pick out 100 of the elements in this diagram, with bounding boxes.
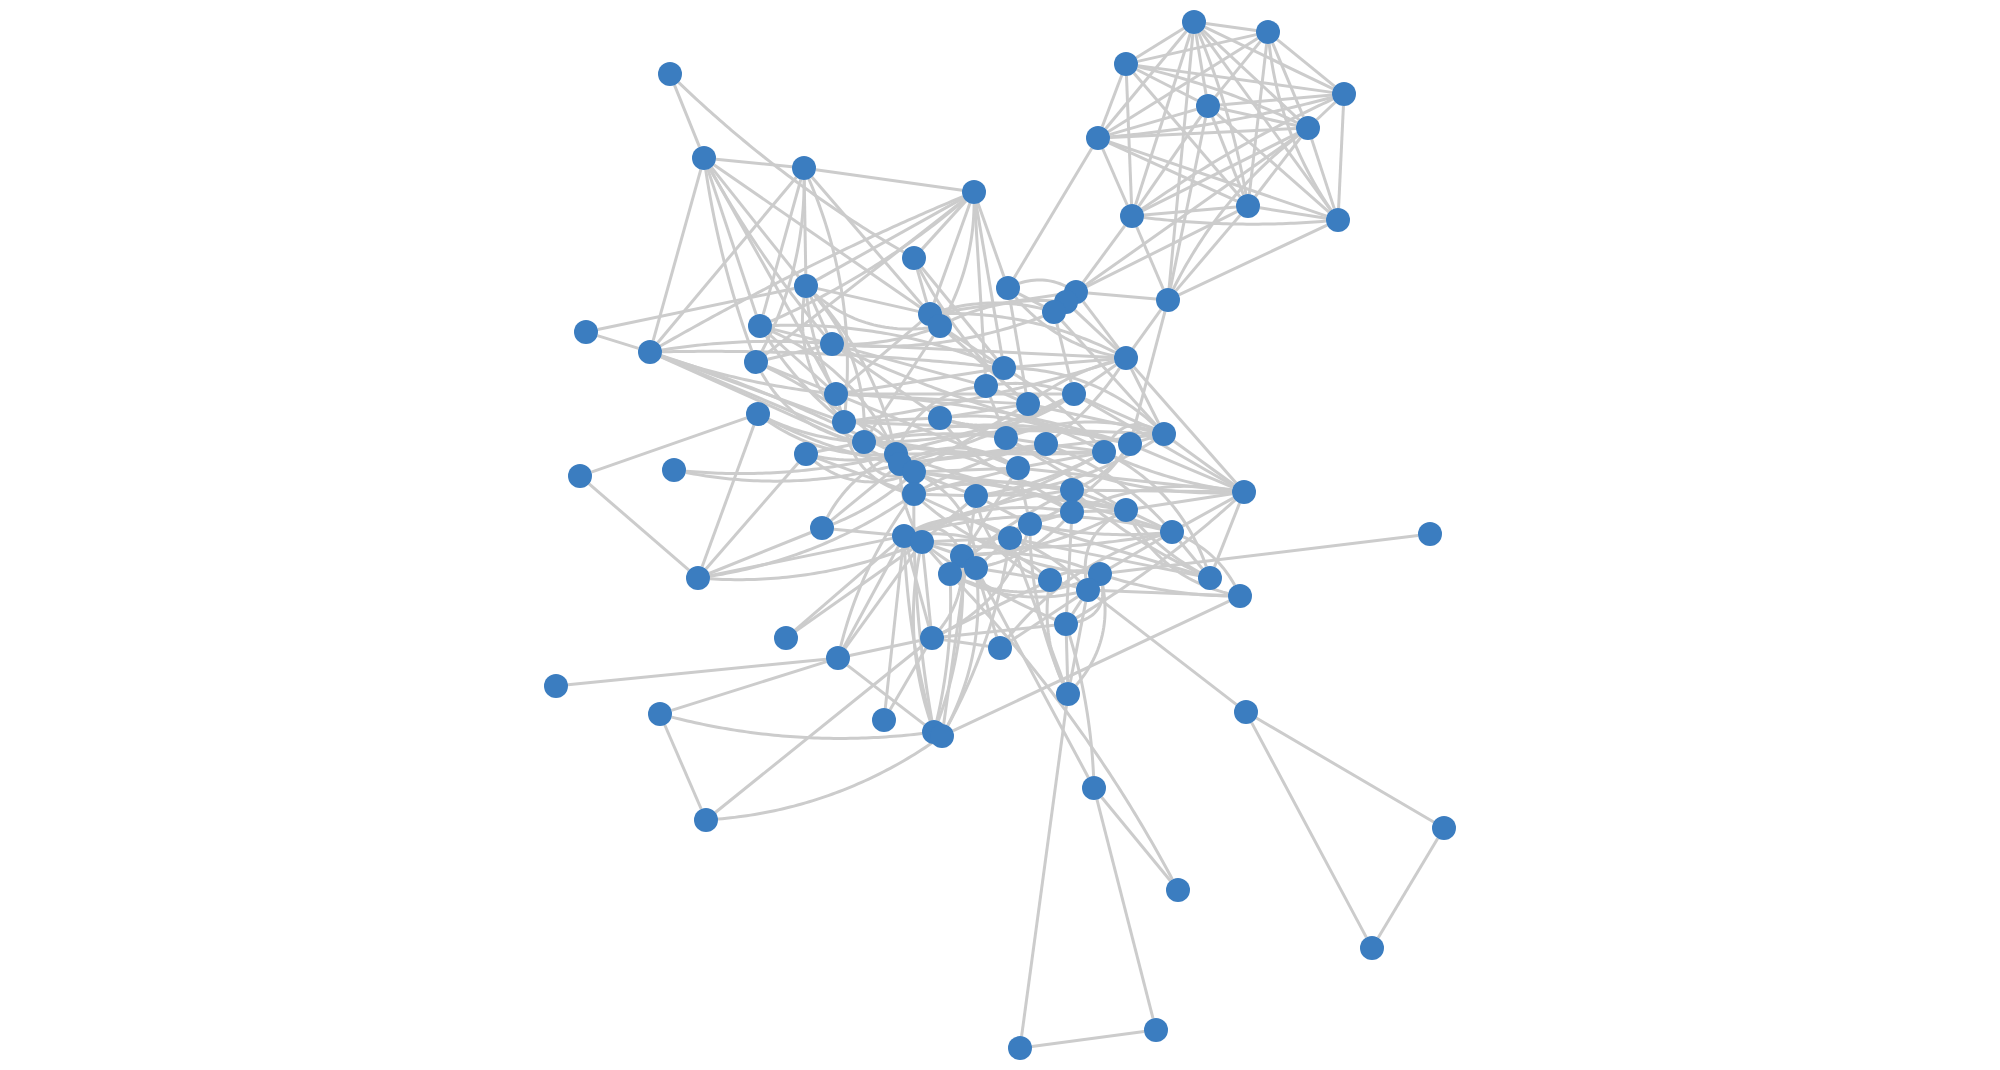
network-edge: [1084, 133, 1300, 287]
network-edge: [700, 424, 756, 568]
network-edge: [924, 497, 1000, 535]
network-edge: [1315, 101, 1337, 121]
network-edge: [1255, 716, 1435, 824]
network-edge: [1082, 452, 1125, 487]
network-edge: [1213, 502, 1241, 568]
network-node: [1056, 682, 1080, 706]
network-edge: [986, 456, 1095, 496]
network-edge: [1015, 357, 1115, 369]
network-node: [1232, 480, 1256, 504]
network-edge: [817, 455, 885, 462]
network-node: [832, 410, 856, 434]
network-edge: [1108, 140, 1328, 218]
network-edge: [1216, 112, 1330, 214]
network-edge: [1107, 37, 1259, 133]
network-edge: [928, 550, 944, 566]
network-node: [1034, 432, 1058, 456]
network-edge: [764, 334, 837, 416]
network-edge: [684, 465, 890, 483]
network-edge: [985, 500, 1021, 520]
network-node: [692, 146, 716, 170]
network-node: [744, 350, 768, 374]
network-node: [1060, 500, 1084, 524]
network-node: [820, 332, 844, 356]
network-edge: [1247, 43, 1269, 195]
network-edge: [770, 329, 892, 445]
network-node: [964, 484, 988, 508]
network-edge: [767, 418, 890, 464]
network-edge: [1143, 216, 1327, 226]
network-edge: [708, 531, 812, 575]
network-edge: [713, 163, 921, 309]
network-edge: [770, 323, 995, 365]
network-edge: [1083, 514, 1117, 579]
network-edge: [837, 405, 843, 411]
network-edge: [1259, 206, 1327, 220]
network-edge: [924, 482, 1063, 508]
network-edge: [1130, 368, 1160, 424]
network-node: [910, 530, 934, 554]
network-edge: [855, 421, 892, 445]
network-edge: [844, 433, 903, 493]
network-node: [1198, 566, 1222, 590]
network-edge: [1036, 359, 1115, 399]
network-edge: [869, 335, 935, 433]
network-edge: [1131, 311, 1167, 433]
network-edge: [1214, 40, 1262, 98]
network-node: [1088, 562, 1112, 586]
network-edge: [1136, 68, 1198, 102]
network-edge: [930, 548, 1056, 621]
network-edge: [760, 178, 806, 353]
network-node: [974, 374, 998, 398]
network-node: [1120, 204, 1144, 228]
network-edge: [684, 455, 886, 476]
network-edge: [1109, 107, 1197, 137]
network-edge: [794, 542, 896, 632]
network-edge: [949, 299, 1056, 323]
network-edge: [986, 439, 1156, 497]
network-node: [1152, 422, 1176, 446]
network-edge: [923, 408, 1019, 468]
network-node: [938, 562, 962, 586]
network-node: [1118, 432, 1142, 456]
network-edge: [817, 287, 919, 313]
network-edge: [1071, 599, 1083, 615]
network-edge: [661, 339, 821, 352]
network-edge: [706, 168, 758, 316]
network-edge: [1219, 107, 1297, 127]
network-edge: [813, 292, 929, 331]
network-edge: [841, 349, 931, 413]
network-edge: [972, 551, 1091, 571]
network-edge: [1137, 492, 1233, 510]
network-edge: [1017, 438, 1035, 444]
network-edge: [825, 457, 887, 519]
network-node: [928, 406, 952, 430]
network-node: [1160, 520, 1184, 544]
network-edge: [943, 623, 1055, 639]
network-node: [792, 156, 816, 180]
network-node: [1054, 612, 1078, 636]
network-edge: [1178, 223, 1328, 297]
network-edge: [663, 724, 703, 810]
network-node: [638, 340, 662, 364]
network-edge: [1136, 513, 1162, 529]
network-edge: [920, 266, 998, 360]
network-edge: [1142, 132, 1298, 212]
network-edge: [1068, 635, 1096, 777]
network-node: [686, 566, 710, 590]
network-edge: [1140, 97, 1334, 211]
network-edge: [1130, 519, 1229, 595]
network-edge: [898, 475, 918, 533]
network-edge: [1109, 536, 1163, 570]
network-edge: [1140, 447, 1234, 489]
network-node: [902, 246, 926, 270]
network-edge: [671, 660, 827, 712]
network-edge: [950, 414, 1095, 448]
network-edge: [967, 477, 1013, 547]
network-edge: [1083, 398, 1235, 488]
network-edge: [1135, 27, 1185, 59]
network-node: [1326, 208, 1350, 232]
network-edge: [847, 368, 993, 394]
network-edge: [766, 365, 826, 391]
network-edge: [976, 202, 1006, 278]
